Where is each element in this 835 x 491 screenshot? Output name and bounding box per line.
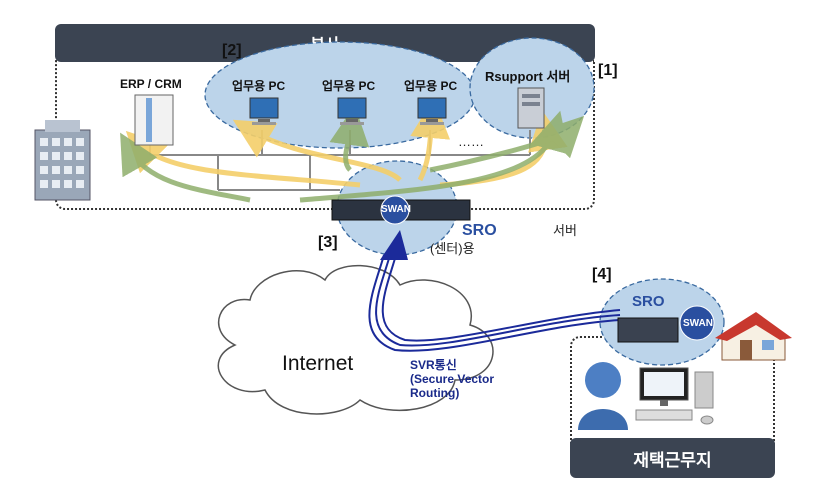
svr-tunnel [368,254,621,352]
svr-line-2: (Secure Vector [410,372,495,386]
pc-icon-1 [249,97,279,125]
erp-server-icon [134,94,174,146]
internet-cloud [217,264,494,415]
pc-label-2: 업무용 PC [322,79,376,93]
svr-line-1: SVR통신 [410,358,457,372]
remote-title: 재택근무지 [633,450,712,471]
pc-label-3: 업무용 PC [404,79,458,93]
pc-group-ellipse [204,41,476,149]
hq-building-icon [34,120,91,201]
sro-center-label: SRO [462,222,497,239]
remote-pc-icon [635,367,714,425]
center-use-label: (센터)용 [430,241,475,256]
dots-label: …… [458,134,484,149]
house-icon [715,312,792,361]
internet-label: Internet [282,352,354,375]
marker-4: [4] [592,266,612,283]
swan-remote-device-icon [617,305,715,343]
tunnel-arrow-head [380,230,408,260]
marker-1: [1] [598,62,618,79]
pc-label-1: 업무용 PC [232,79,286,93]
pc-icon-2 [337,97,367,125]
rsupport-server-icon [517,87,545,129]
sro-remote-label: SRO [632,293,665,310]
erp-label: ERP / CRM [120,77,182,91]
server-suffix-label: 서버 [553,223,577,238]
svr-line-3: Routing) [410,386,460,400]
marker-3: [3] [318,234,338,251]
pc-icon-3 [417,97,447,125]
swan-remote-label: SWAN [683,318,713,329]
swan-center-label: SWAN [381,204,411,215]
rsupport-label: Rsupport 서버 [485,69,571,84]
swan-center-device-icon [331,195,471,225]
remote-title-bar: 재택근무지 [570,438,775,478]
green-flow-arrows [120,105,585,203]
marker-2: [2] [222,42,242,59]
svr-caption: SVR통신 (Secure Vector Routing) [410,358,494,400]
remote-user-icon [578,362,628,430]
